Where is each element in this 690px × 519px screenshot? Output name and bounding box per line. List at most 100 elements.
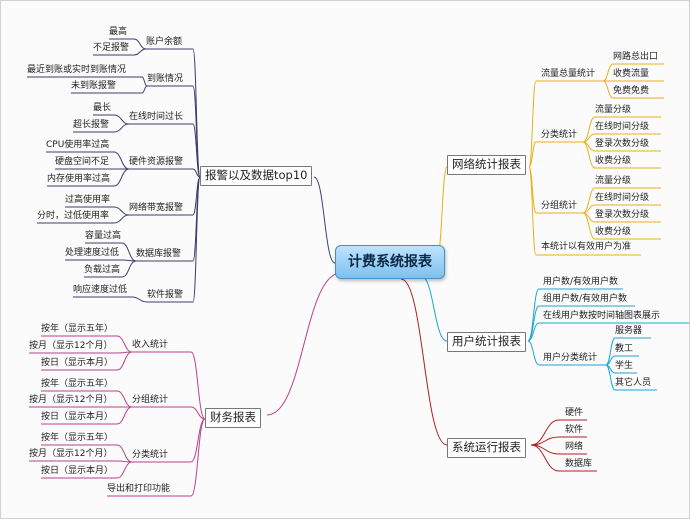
- finance-item[interactable]: 按日（显示本月）: [41, 412, 114, 422]
- alarm-item-link: [133, 38, 147, 50]
- alarm-group-label[interactable]: 数据库报警: [136, 249, 182, 259]
- alarm-item-link: [131, 296, 148, 303]
- network-item[interactable]: 流量分级: [595, 176, 632, 186]
- user-stat-line[interactable]: 用户数/有效用户数: [543, 277, 619, 287]
- alarm-group-link: [192, 176, 201, 262]
- network-item[interactable]: 流量分级: [595, 105, 632, 115]
- alarm-item[interactable]: 过高使用率: [65, 195, 111, 205]
- finance-group-label[interactable]: 收入统计: [132, 340, 169, 350]
- network-item[interactable]: 免费免费: [613, 86, 650, 96]
- network-group-label[interactable]: 分类统计: [541, 130, 578, 140]
- finance-item[interactable]: 按年（显示五年）: [41, 433, 114, 443]
- finance-item-link: [116, 390, 133, 408]
- network-item[interactable]: 收费流量: [613, 69, 650, 79]
- alarm-group-label[interactable]: 硬件资源报警: [129, 157, 184, 167]
- alarm-group-link: [192, 176, 201, 303]
- alarm-group-label[interactable]: 网络带宽报警: [129, 203, 184, 213]
- finance-item[interactable]: 按日（显示本月）: [41, 358, 114, 368]
- link-root-alarm: [313, 176, 336, 264]
- alarm-item-link: [113, 168, 130, 187]
- finance-item[interactable]: 按月（显示12个月）: [29, 395, 113, 405]
- user-stat-line[interactable]: 在线用户数按时间轴图表展示: [543, 311, 661, 321]
- alarm-item[interactable]: CPU使用率过高: [46, 140, 110, 150]
- alarm-item-link: [141, 85, 148, 94]
- branch-network-report[interactable]: 网络统计报表: [447, 155, 526, 175]
- branch-alarm-top10[interactable]: 报警以及数据top10: [200, 166, 313, 186]
- alarm-item[interactable]: 容量过高: [85, 231, 122, 241]
- network-note: 本统计以有效用户为准: [541, 242, 632, 252]
- network-group-link: [528, 166, 537, 256]
- user-line-link: [527, 340, 540, 366]
- network-item[interactable]: 登录次数分级: [595, 210, 650, 220]
- network-item[interactable]: 网路总出口: [613, 52, 659, 62]
- alarm-group-label[interactable]: 在线时间过长: [129, 112, 184, 122]
- alarm-item-link: [121, 260, 137, 278]
- finance-item[interactable]: 按年（显示五年）: [41, 379, 114, 389]
- user-item[interactable]: 学生: [615, 361, 634, 371]
- finance-item-link: [116, 461, 133, 479]
- alarm-item-link: [113, 206, 130, 216]
- network-item[interactable]: 收费分级: [595, 227, 632, 237]
- system-item-link: [530, 444, 560, 472]
- alarm-item[interactable]: 最近到账或实时到账情况: [27, 65, 127, 75]
- branch-user-report[interactable]: 用户统计报表: [447, 332, 526, 352]
- root-topic[interactable]: 计费系统报表: [335, 245, 445, 279]
- user-group-label[interactable]: 用户分类统计: [543, 353, 598, 363]
- user-item[interactable]: 服务器: [615, 326, 643, 336]
- network-item[interactable]: 在线时间分级: [595, 193, 650, 203]
- network-group-label[interactable]: 分组统计: [541, 201, 578, 211]
- alarm-item[interactable]: 最长: [93, 103, 112, 113]
- link-root-finance: [266, 272, 342, 416]
- branch-finance-report[interactable]: 财务报表: [205, 408, 261, 428]
- network-item[interactable]: 在线时间分级: [595, 122, 650, 132]
- finance-item[interactable]: 按月（显示12个月）: [29, 449, 113, 459]
- alarm-item[interactable]: 分时，过低使用率: [37, 211, 110, 221]
- alarm-item-link: [121, 242, 137, 262]
- system-item[interactable]: 硬件: [565, 408, 584, 418]
- system-item[interactable]: 数据库: [565, 459, 593, 469]
- network-item-link: [602, 80, 614, 99]
- alarm-group-link: [192, 48, 201, 178]
- network-item-link: [582, 212, 596, 240]
- finance-group-label[interactable]: 分类统计: [132, 450, 169, 460]
- alarm-group-label[interactable]: 到账情况: [147, 74, 184, 84]
- alarm-item[interactable]: 未到账报警: [71, 81, 117, 91]
- alarm-item[interactable]: 硬盘空间不足: [55, 157, 110, 167]
- finance-item-link: [116, 335, 133, 353]
- finance-item[interactable]: 按年（显示五年）: [41, 324, 114, 334]
- alarm-item-link: [113, 214, 130, 224]
- finance-group-label[interactable]: 分组统计: [132, 395, 169, 405]
- system-item[interactable]: 软件: [565, 425, 584, 435]
- alarm-item[interactable]: 最高: [109, 27, 128, 37]
- alarm-group-link: [192, 123, 201, 178]
- alarm-group-label[interactable]: 软件报警: [147, 290, 184, 300]
- alarm-item[interactable]: 内存使用率过高: [47, 174, 111, 184]
- user-item[interactable]: 教工: [615, 344, 634, 354]
- finance-item[interactable]: 按日（显示本月）: [41, 466, 114, 476]
- alarm-item[interactable]: 超长报警: [73, 120, 110, 130]
- alarm-item-link: [133, 48, 147, 56]
- network-item[interactable]: 收费分级: [595, 156, 632, 166]
- user-item[interactable]: 其它人员: [615, 378, 652, 388]
- alarm-item[interactable]: 不足报警: [93, 43, 130, 53]
- network-item[interactable]: 登录次数分级: [595, 139, 650, 149]
- user-stat-line[interactable]: 组用户数/有效用户数: [543, 294, 628, 304]
- finance-group-link: [190, 418, 206, 497]
- finance-export-print[interactable]: 导出和打印功能: [107, 484, 171, 494]
- finance-item[interactable]: 按月（显示12个月）: [29, 341, 113, 351]
- finance-item-link: [116, 406, 133, 425]
- user-line-link: [527, 322, 540, 342]
- finance-item-link: [116, 444, 133, 463]
- finance-group-link: [190, 351, 206, 420]
- alarm-item[interactable]: 响应速度过低: [73, 285, 128, 295]
- alarm-group-label[interactable]: 账户余额: [146, 37, 183, 47]
- alarm-item[interactable]: 负载过高: [84, 265, 121, 275]
- finance-group-link: [190, 406, 206, 420]
- network-group-label[interactable]: 流量总量统计: [541, 69, 596, 79]
- branch-system-report[interactable]: 系统运行报表: [447, 438, 526, 458]
- alarm-item-link: [113, 114, 130, 125]
- finance-item-link: [116, 351, 133, 371]
- alarm-item[interactable]: 处理速度过低: [65, 248, 120, 258]
- system-item[interactable]: 网络: [565, 442, 584, 452]
